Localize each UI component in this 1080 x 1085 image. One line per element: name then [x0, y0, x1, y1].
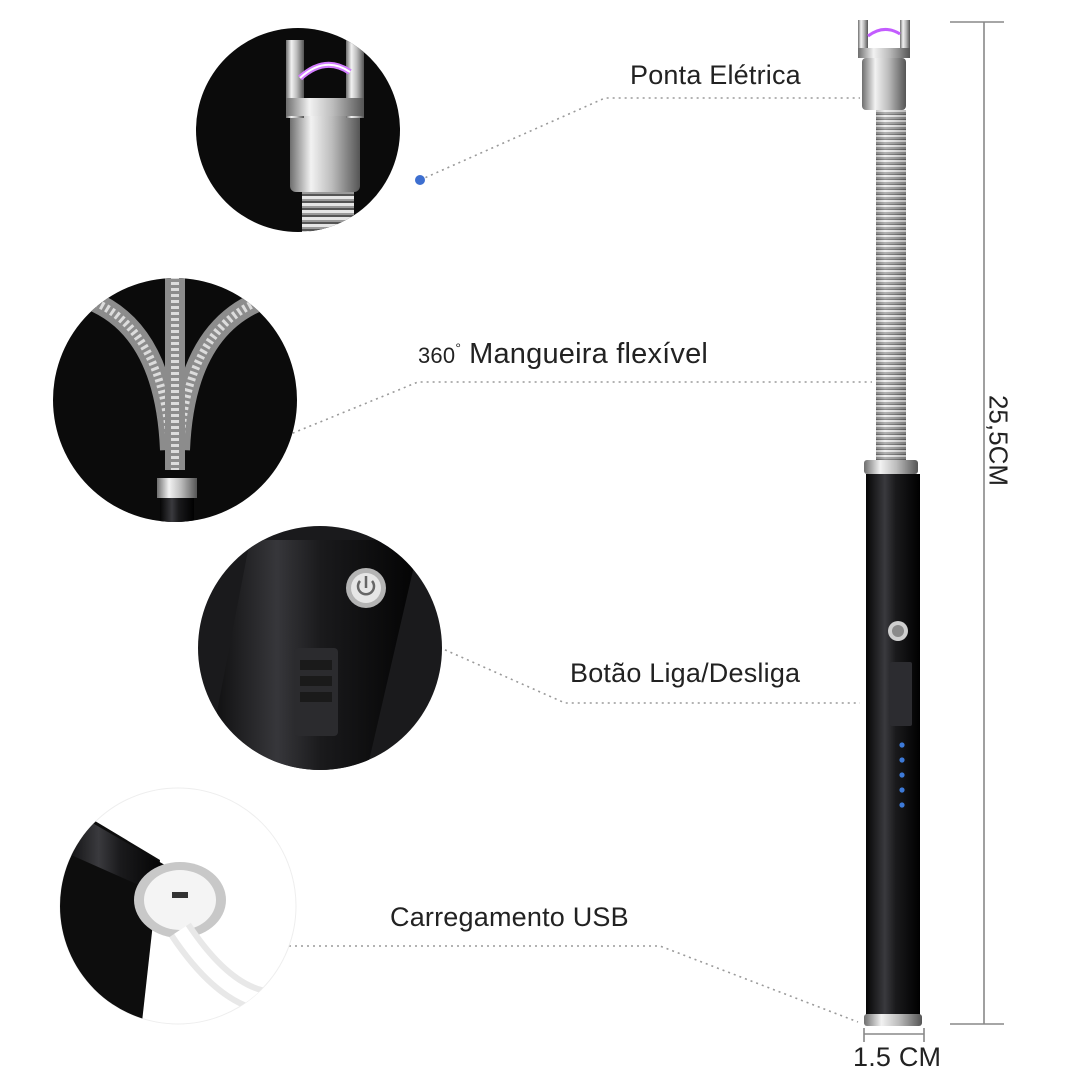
label-electric-tip: Ponta Elétrica [630, 60, 801, 90]
leader-lines [275, 97, 872, 1023]
detail-circle-hose [53, 278, 297, 522]
label-width-dimension: 1.5 CM [853, 1042, 942, 1072]
lighter-product [858, 20, 922, 1026]
label-usb-charging: Carregamento USB [390, 902, 629, 932]
label-hose-degrees: 360 [418, 343, 456, 368]
label-hose-text: Mangueira flexível [469, 338, 709, 370]
label-power-button: Botão Liga/Desliga [570, 658, 801, 688]
dimension-lines [863, 21, 1004, 1042]
detail-circle-button [198, 526, 442, 770]
label-hose-degree-symbol: ° [455, 340, 462, 356]
label-height-dimension: 25,5CM [983, 394, 1014, 487]
label-flexible-hose: 360° Mangueira flexível [418, 338, 708, 371]
detail-circle-tip [196, 28, 400, 232]
detail-circle-usb [59, 787, 297, 1025]
dot-tip [415, 175, 425, 185]
